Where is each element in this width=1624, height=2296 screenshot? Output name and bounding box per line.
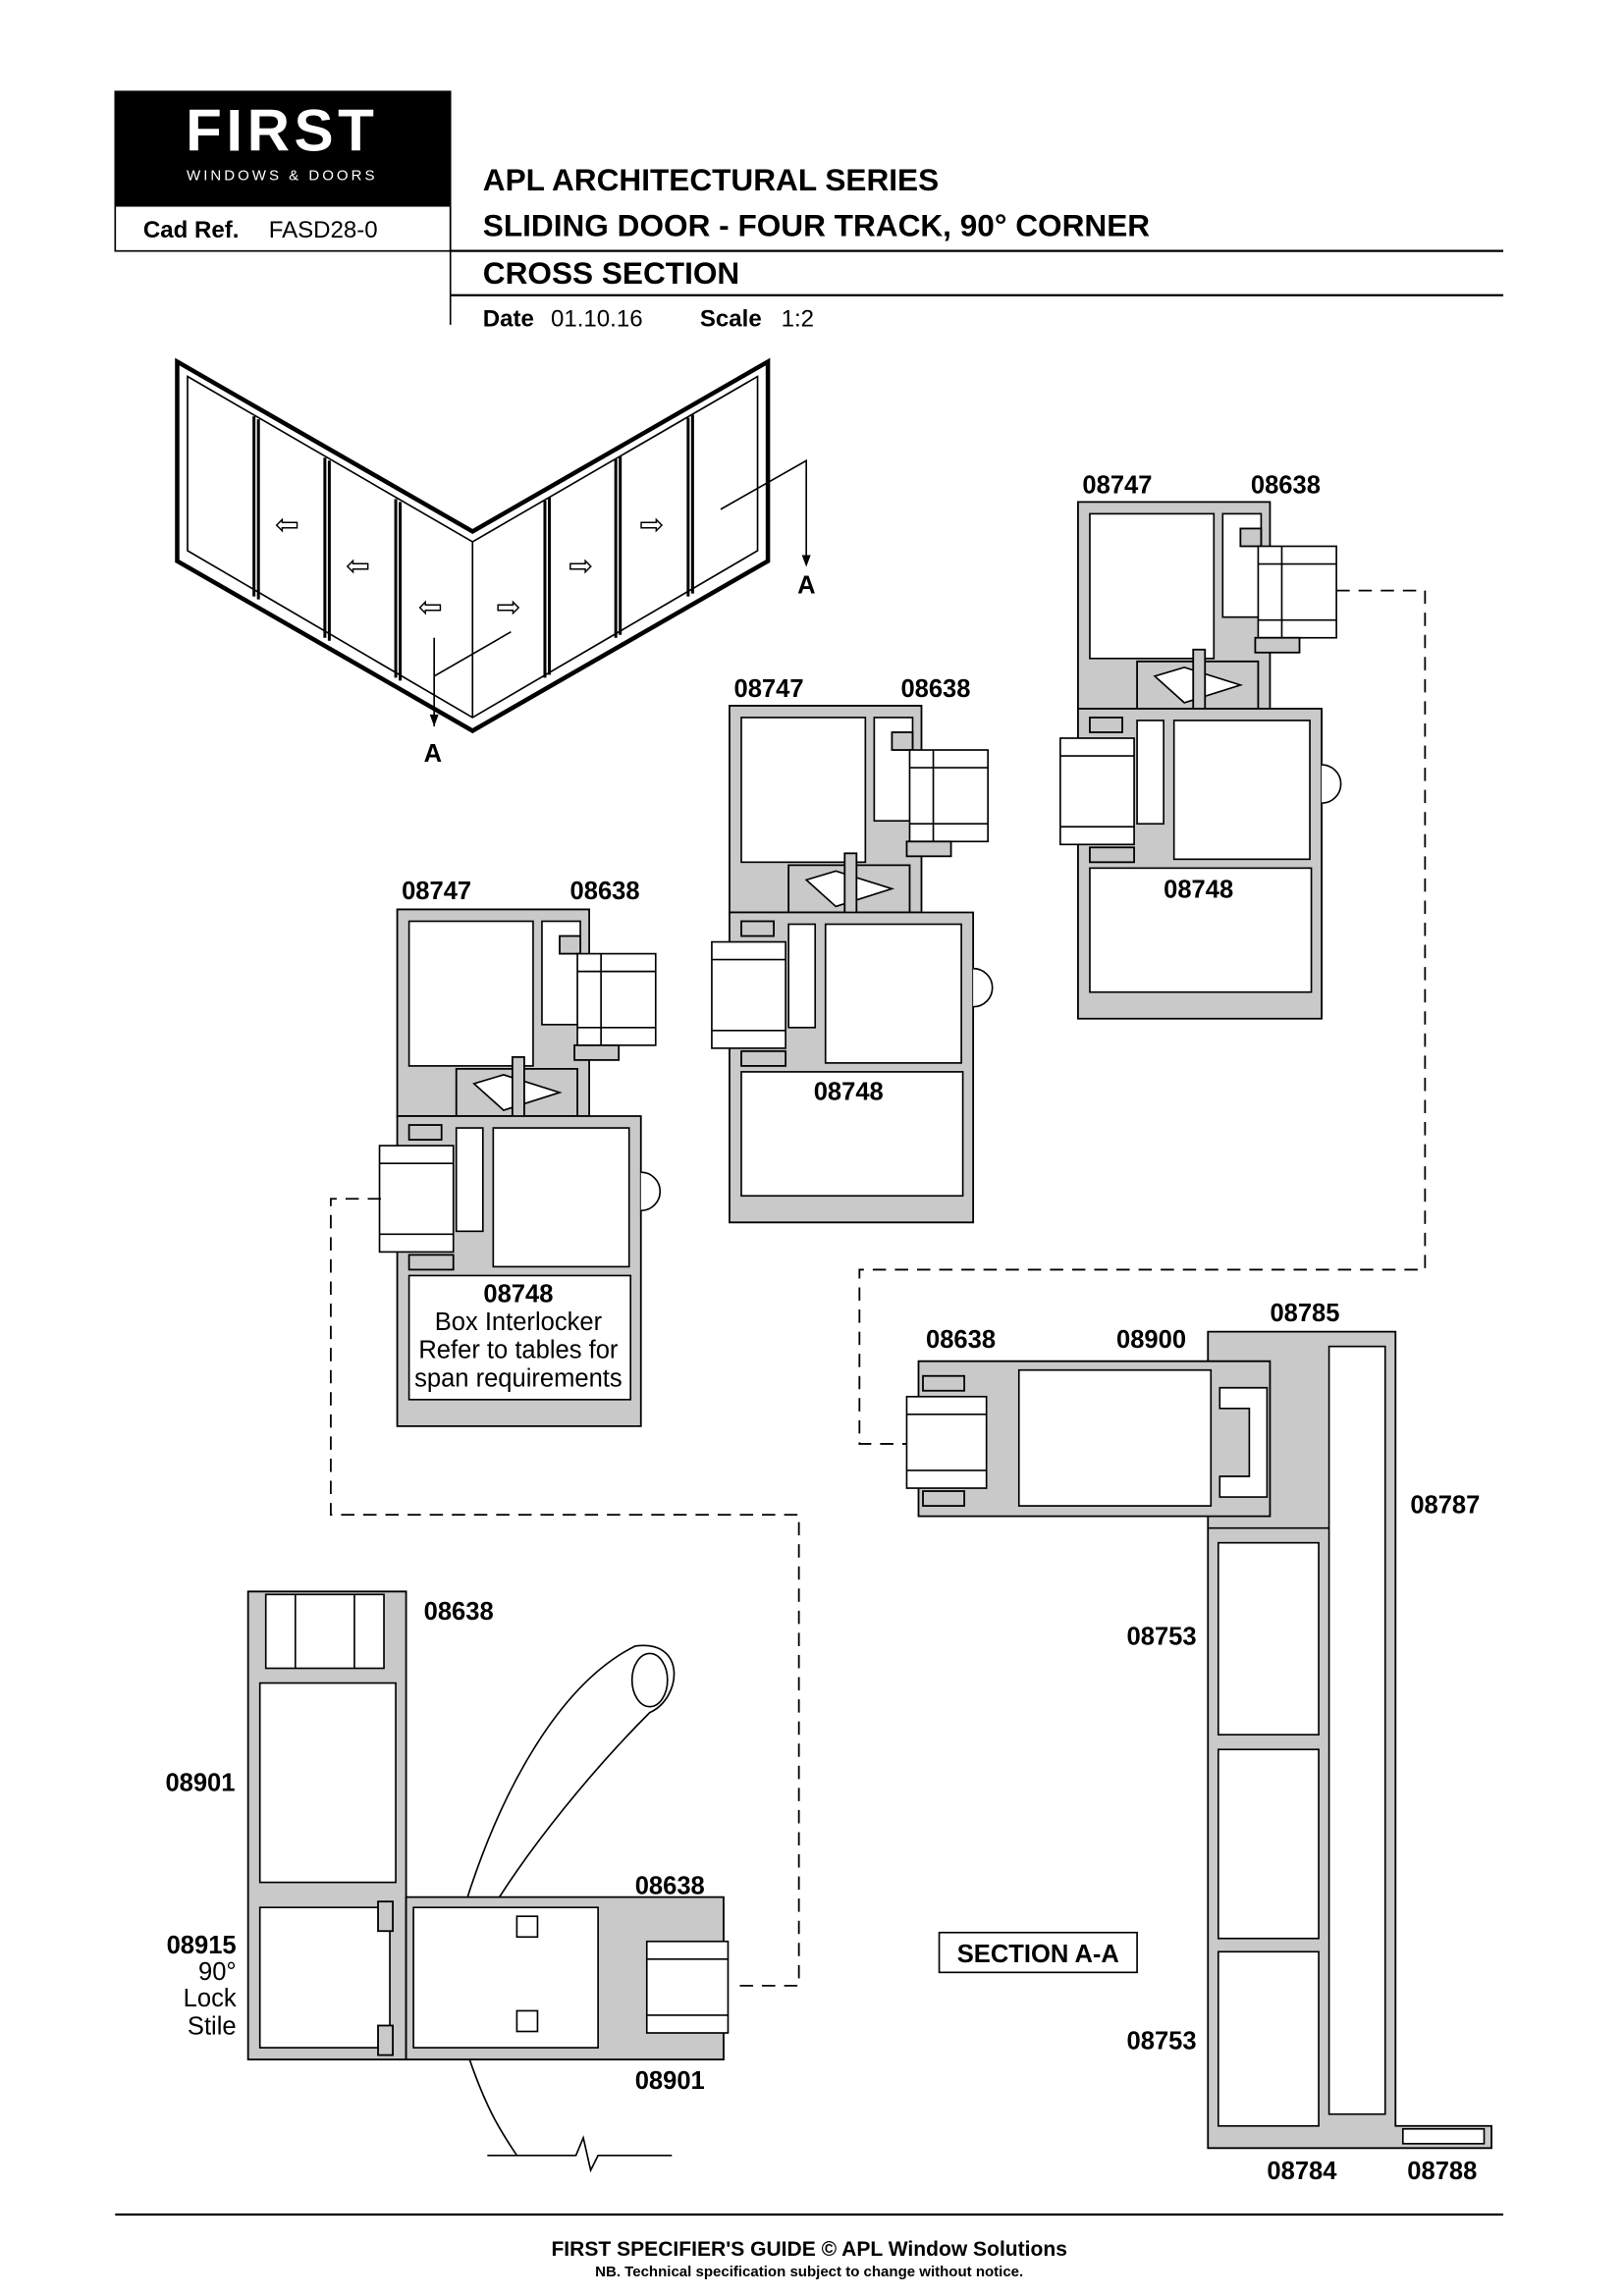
label-90-degree: 90° (198, 1958, 237, 1986)
label-08747: 08747 (733, 675, 803, 703)
date-label: Date (483, 305, 534, 332)
label-stile: Stile (188, 2013, 237, 2041)
label-08753: 08753 (1127, 1623, 1197, 1650)
section-marker-a: A (424, 740, 442, 768)
label-08748: 08748 (483, 1281, 553, 1308)
label-08753: 08753 (1127, 2028, 1197, 2056)
slide-left-arrow-icon: ⇦ (275, 507, 299, 542)
label-08638: 08638 (635, 1873, 705, 1900)
product-title: SLIDING DOOR - FOUR TRACK, 90° CORNER (483, 208, 1150, 243)
slide-right-arrow-icon: ⇨ (496, 591, 520, 625)
isometric-view: ⇦ ⇦ ⇦ ⇨ ⇨ ⇨ A A (175, 357, 816, 768)
slide-left-arrow-icon: ⇦ (346, 550, 370, 584)
label-08638: 08638 (424, 1598, 494, 1626)
note-refer-tables: Refer to tables for (418, 1337, 619, 1364)
label-08901: 08901 (635, 2067, 705, 2095)
corner-detail-drawing (246, 1590, 730, 2173)
label-08638: 08638 (570, 878, 640, 905)
label-08785: 08785 (1270, 1300, 1339, 1327)
section-a-a-drawing (905, 1330, 1492, 2150)
scale-value: 1:2 (782, 305, 814, 332)
logo-tagline: WINDOWS & DOORS (187, 167, 377, 184)
label-08784: 08784 (1267, 2158, 1337, 2185)
footer-note: NB. Technical specification subject to c… (595, 2264, 1023, 2280)
leader-dashed (329, 1198, 800, 1987)
label-08900: 08900 (1116, 1326, 1186, 1354)
label-08747: 08747 (402, 878, 471, 905)
label-08638: 08638 (1251, 471, 1321, 499)
interlocker-unit-top-right (1058, 501, 1342, 1020)
label-08638: 08638 (926, 1326, 996, 1354)
label-lock: Lock (184, 1985, 237, 2012)
label-08747: 08747 (1082, 471, 1152, 499)
label-08915: 08915 (167, 1932, 237, 1959)
section-a-a-title: SECTION A-A (957, 1941, 1119, 1968)
section-a-a-box (938, 1931, 1138, 1974)
series-title: APL ARCHITECTURAL SERIES (483, 162, 939, 197)
logo-block (115, 91, 451, 207)
label-08638: 08638 (900, 675, 970, 703)
slide-right-arrow-icon: ⇨ (639, 507, 664, 542)
note-span-requirements: span requirements (414, 1364, 623, 1392)
scale-label: Scale (700, 305, 762, 332)
leader-dashed (858, 589, 1427, 1445)
label-08748: 08748 (1164, 876, 1233, 903)
title-block-frame (114, 90, 452, 252)
interlocker-unit-middle (711, 705, 994, 1224)
slide-right-arrow-icon: ⇨ (568, 550, 593, 584)
note-box-interlocker: Box Interlocker (435, 1308, 603, 1336)
footer-guide: FIRST SPECIFIER'S GUIDE © APL Window Sol… (551, 2238, 1066, 2261)
label-08748: 08748 (814, 1078, 884, 1105)
cad-ref: FASD28-0 (269, 217, 378, 243)
cad-ref-label: Cad Ref. (143, 217, 240, 243)
label-08788: 08788 (1407, 2158, 1477, 2185)
section-marker-a: A (797, 572, 815, 600)
label-08901: 08901 (165, 1769, 235, 1796)
logo-brand: FIRST (186, 97, 378, 163)
view-title: CROSS SECTION (483, 255, 739, 291)
date-value: 01.10.16 (551, 305, 643, 332)
slide-left-arrow-icon: ⇦ (418, 591, 443, 625)
label-08787: 08787 (1410, 1492, 1480, 1520)
